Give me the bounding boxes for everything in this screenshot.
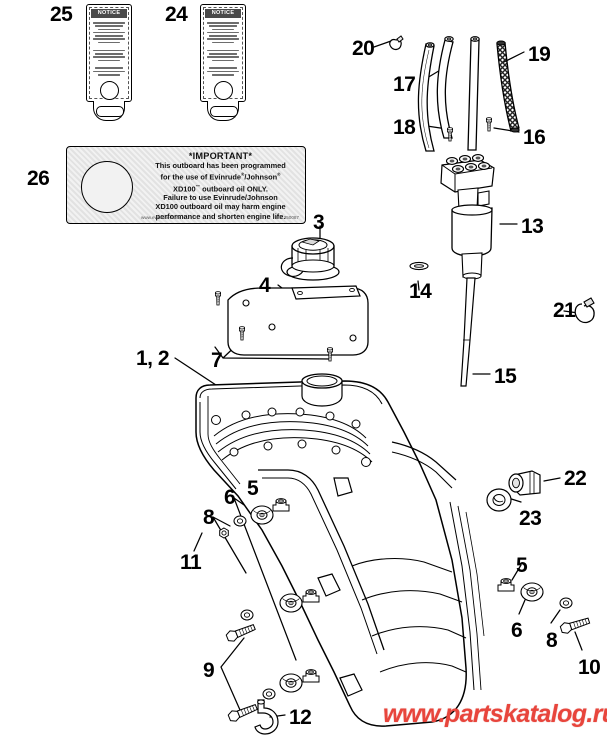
callout-screw: 16 — [523, 126, 546, 149]
decal-line-4: Failure to use Evinrude/Johnson — [163, 193, 278, 203]
decal-mounting-hole — [81, 161, 133, 213]
callout-bushing: 6 — [224, 486, 236, 509]
cable-clamp-12 — [254, 699, 279, 735]
screw-16 — [485, 117, 493, 132]
callout-nut: 11 — [180, 551, 202, 574]
important-oil-decal-26: *IMPORTANT* This outboard has been progr… — [66, 146, 306, 224]
fuel-tank-cap-3 — [280, 237, 340, 281]
braided-sleeve-19 — [496, 40, 520, 133]
callout-hose-clamp: 21 — [553, 299, 576, 322]
hose-clamp-21 — [574, 297, 595, 324]
decal-line-6: performance and shorten engine life. — [155, 211, 286, 221]
callout-braided-sleeve: 19 — [528, 43, 551, 66]
callout-notice-decal-english: 25 — [50, 3, 73, 26]
notice-decal-25: NOTICE — [86, 4, 132, 121]
notice-tag-slot — [210, 106, 238, 117]
fuel-pump-assembly-13 — [440, 154, 495, 387]
decal-text-block: *IMPORTANT* This outboard has been progr… — [141, 151, 300, 221]
decal-line-5: XD100 outboard oil may harm engine — [155, 202, 286, 212]
callout-bolt: 10 — [578, 656, 601, 679]
notice-microtext — [206, 22, 240, 77]
mounting-bracket-4 — [214, 285, 369, 362]
callout-fuel-line: 15 — [494, 365, 517, 388]
washer-8b — [559, 597, 573, 609]
notice-mounting-hole — [100, 81, 119, 100]
callout-screw: 7 — [211, 349, 223, 372]
callout-notice-decal-french: 24 — [165, 3, 188, 26]
washer-8d — [262, 688, 276, 700]
notice-decal-24: NOTICE — [200, 4, 246, 121]
callout-washer: 8 — [203, 506, 215, 529]
screw-7a — [214, 291, 222, 306]
notice-decal-25-body: NOTICE — [86, 4, 132, 102]
callout-o-ring: 14 — [409, 280, 432, 303]
bushing-6a — [250, 505, 274, 525]
decal-line-1: This outboard has been programmed — [155, 161, 286, 171]
fuel-fitting-22 — [508, 470, 541, 496]
washer-8a — [233, 515, 247, 527]
notice-header: NOTICE — [91, 9, 127, 18]
hose-clamp-20 — [389, 35, 404, 51]
grommet-23 — [486, 488, 512, 512]
notice-microtext — [92, 22, 126, 77]
bushing-6b — [520, 582, 544, 602]
fuel-hose-17 — [417, 42, 435, 152]
callout-bolt: 9 — [203, 659, 215, 682]
callout-mounting-bracket: 4 — [259, 274, 271, 297]
decal-footer: www.evinrude.com PN 350087 — [141, 215, 299, 220]
fuel-tank-assembly-1-2 — [195, 373, 485, 727]
callout-washer: 8 — [546, 629, 558, 652]
decal-part-number: PN 350087 — [276, 215, 299, 220]
o-ring-14 — [409, 261, 429, 271]
callout-fuel-tank-assembly: 1, 2 — [136, 347, 170, 370]
callout-hose-clamp: 20 — [352, 37, 375, 60]
decal-url: www.evinrude.com — [141, 215, 180, 220]
bolt-9a — [224, 621, 257, 644]
callout-grommet: 23 — [519, 507, 542, 530]
fuel-hose-middle — [436, 36, 454, 139]
callout-cable-clamp: 12 — [289, 706, 312, 729]
notice-mounting-hole — [214, 81, 233, 100]
bushing-6c — [279, 593, 303, 613]
callout-important-oil-decal: 26 — [27, 167, 50, 190]
fuel-hose-group — [389, 35, 520, 152]
grommet-5d — [302, 669, 320, 683]
notice-header: NOTICE — [205, 9, 241, 18]
notice-tag-slot — [96, 106, 124, 117]
callout-fuel-pump-assembly: 13 — [521, 215, 544, 238]
callout-fuel-fitting: 22 — [564, 467, 587, 490]
callout-grommet: 5 — [247, 477, 259, 500]
decal-line-3: XD100™ outboard oil ONLY. — [173, 183, 268, 194]
bushing-6d — [279, 673, 303, 693]
nut-11 — [219, 527, 229, 539]
fuel-hose-right — [467, 36, 480, 151]
callout-grommet: 5 — [516, 554, 528, 577]
callout-fuel-hose: 17 — [393, 73, 416, 96]
callout-screw: 18 — [393, 116, 416, 139]
decal-line-2: for the use of Evinrude®/Johnson® — [160, 172, 281, 182]
washer-8c — [240, 609, 254, 621]
decal-title: *IMPORTANT* — [188, 151, 253, 161]
callout-fuel-tank-cap: 3 — [313, 211, 325, 234]
bolt-9b — [226, 701, 259, 724]
callout-bushing: 6 — [511, 619, 523, 642]
